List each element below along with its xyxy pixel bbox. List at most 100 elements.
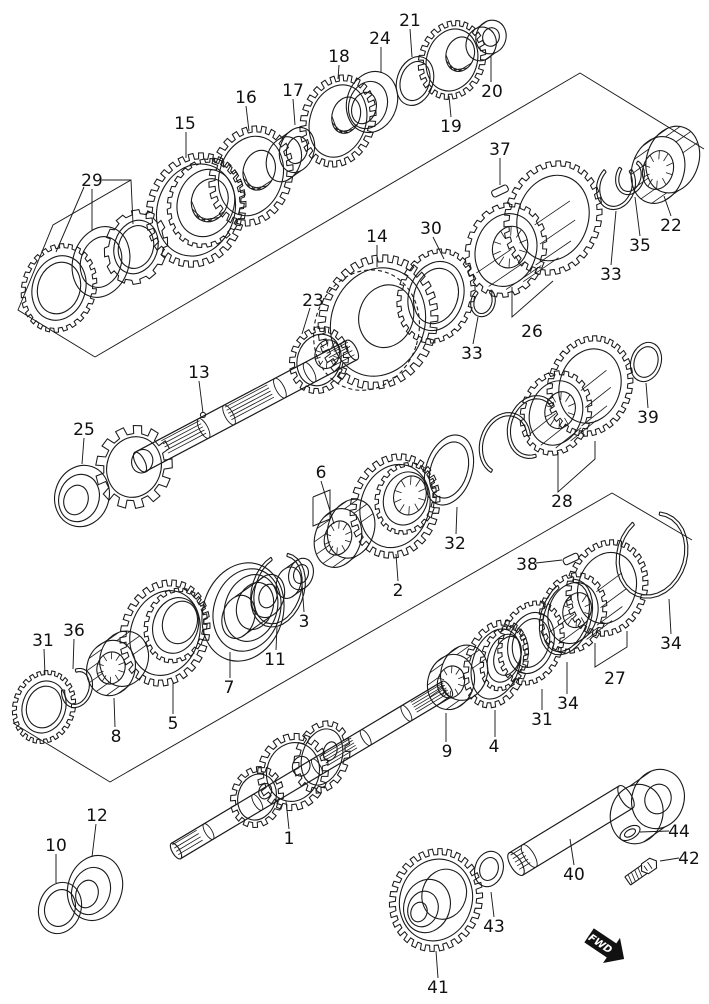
callout-1: 1 — [284, 800, 295, 849]
callout-23: 23 — [301, 291, 324, 335]
callout-20: 20 — [481, 56, 503, 102]
callout-26: 26 — [511, 280, 554, 342]
callout-24: 24 — [369, 29, 391, 73]
part-number-label: 14 — [366, 227, 388, 247]
part-number-label: 24 — [369, 29, 391, 49]
part-needle-bearing-22 — [630, 125, 701, 204]
callout-8: 8 — [111, 697, 122, 747]
part-number-label: 35 — [629, 236, 651, 256]
part-number-label: 25 — [73, 420, 95, 440]
callout-6: 6 — [316, 463, 335, 525]
part-washer-44 — [619, 824, 641, 842]
part-number-label: 16 — [235, 88, 257, 108]
part-number-label: 31 — [32, 631, 54, 651]
part-number-label: 1 — [284, 829, 295, 849]
part-number-label: 22 — [660, 216, 682, 236]
part-number-label: 34 — [557, 694, 579, 714]
part-number-label: 43 — [483, 917, 505, 937]
part-gear-16 — [208, 125, 294, 227]
callout-4: 4 — [489, 710, 500, 757]
part-pinion-gear-13 — [95, 424, 173, 510]
part-thrust-washer-28b — [506, 395, 554, 459]
part-number-label: 34 — [660, 634, 682, 654]
part-number-label: 40 — [563, 865, 585, 885]
part-gear-2 — [349, 453, 441, 559]
part-washer-43 — [474, 850, 504, 888]
part-spacer-cylinder — [221, 573, 286, 639]
part-number-label: 37 — [489, 140, 511, 160]
callout-7: 7 — [224, 652, 235, 698]
callout-12: 12 — [86, 806, 108, 858]
part-synchro-ring-31R — [497, 600, 565, 686]
part-number-label: 15 — [174, 114, 196, 134]
callout-25: 25 — [73, 420, 95, 465]
part-shaft-1-gear-c — [293, 720, 351, 794]
callout-42: 42 — [659, 849, 700, 869]
part-key-38 — [562, 552, 580, 566]
part-shaft-40-head — [609, 768, 685, 845]
callout-39: 39 — [637, 382, 659, 428]
part-shaft-1-gear-a — [229, 765, 285, 829]
part-bearing-drum-7 — [201, 562, 285, 662]
callout-14: 14 — [366, 227, 388, 267]
part-hub-sleeve-27 — [538, 539, 649, 654]
part-number-label: 21 — [399, 11, 421, 31]
part-number-label: 44 — [668, 822, 690, 842]
callout-33: 33 — [461, 316, 483, 364]
group-box-bottom — [12, 492, 693, 783]
part-number-label: 9 — [442, 742, 453, 762]
part-number-label: 23 — [302, 291, 324, 311]
part-number-label: 39 — [637, 408, 659, 428]
part-number-label: 7 — [224, 678, 235, 698]
callout-19: 19 — [440, 95, 462, 137]
part-number-label: 18 — [328, 47, 350, 67]
part-gear-41 — [388, 848, 484, 952]
part-number-label: 19 — [440, 117, 462, 137]
part-number-label: 41 — [427, 978, 449, 998]
part-number-label: 27 — [604, 669, 626, 689]
part-ring-32 — [423, 434, 475, 506]
part-shaft-1-gear-b — [257, 732, 329, 812]
part-number-label: 10 — [45, 836, 67, 856]
part-shaft-1 — [169, 680, 454, 860]
part-synchro-ring-30 — [396, 248, 476, 344]
part-number-label: 33 — [461, 344, 483, 364]
part-shaft-13 — [132, 339, 360, 473]
callout-18: 18 — [328, 47, 350, 80]
part-washer-35 — [615, 160, 645, 196]
part-number-label: 28 — [551, 492, 573, 512]
part-number-label: 8 — [111, 727, 122, 747]
part-gear-15 — [145, 152, 247, 268]
part-number-label: 3 — [299, 612, 310, 632]
part-gear-41-hub — [403, 878, 451, 934]
part-bearing-12 — [66, 854, 124, 922]
callout-29: 29 — [55, 171, 134, 253]
part-snap-ring-33b — [470, 289, 496, 318]
callout-22: 22 — [660, 195, 682, 236]
part-number-label: 26 — [521, 322, 543, 342]
callout-33: 33 — [600, 210, 622, 285]
part-ring-39 — [629, 341, 663, 383]
callout-32: 32 — [444, 506, 466, 554]
callout-27: 27 — [594, 631, 628, 689]
callout-30: 30 — [420, 219, 445, 260]
part-number-label: 42 — [678, 849, 700, 869]
part-collar-3 — [275, 557, 314, 599]
callout-10: 10 — [45, 836, 67, 883]
callout-41: 41 — [427, 950, 449, 998]
part-number-label: 20 — [481, 82, 503, 102]
callout-44: 44 — [639, 822, 690, 842]
part-collar-20 — [465, 19, 507, 62]
callout-34: 34 — [557, 662, 579, 714]
part-needle-bearing-9 — [426, 644, 489, 711]
fwd-direction-marker: FWD — [584, 928, 625, 964]
part-gear-5 — [119, 579, 211, 687]
part-seal-10 — [37, 881, 83, 935]
part-number-label: 33 — [600, 265, 622, 285]
part-number-label: 2 — [393, 581, 404, 601]
part-number-label: 4 — [489, 737, 500, 757]
callout-37: 37 — [489, 140, 511, 185]
part-synchro-ring-31L — [11, 669, 77, 745]
